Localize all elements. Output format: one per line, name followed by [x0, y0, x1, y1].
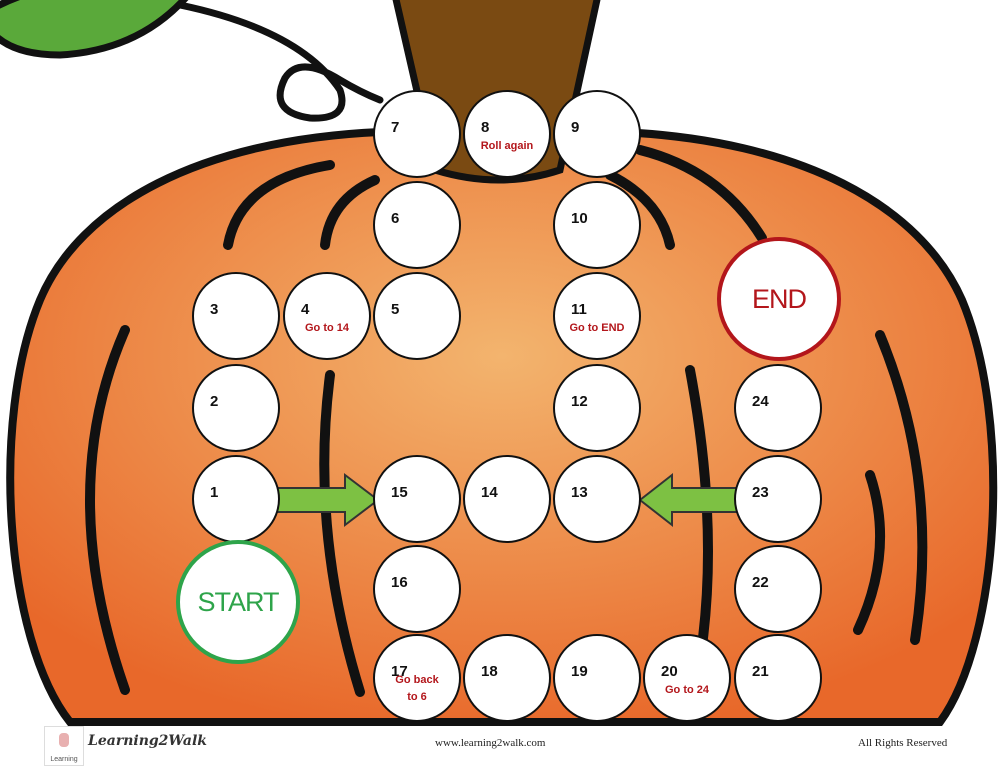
space-number: 23	[752, 484, 769, 501]
board-space[interactable]: 3	[192, 272, 280, 360]
board-space[interactable]: 21	[734, 634, 822, 722]
space-number: 10	[571, 210, 588, 227]
space-number: 16	[391, 574, 408, 591]
space-number: 22	[752, 574, 769, 591]
board-space[interactable]: 4 Go to 14	[283, 272, 371, 360]
space-number: 6	[391, 210, 400, 227]
board-space[interactable]: 15	[373, 455, 461, 543]
space-number: 2	[210, 393, 219, 410]
start-space[interactable]: START	[176, 540, 300, 664]
board-space[interactable]: 24	[734, 364, 822, 452]
space-number: 19	[571, 663, 588, 680]
space-number: 5	[391, 301, 400, 318]
leaf-icon	[0, 0, 189, 59]
board-space[interactable]: 19	[553, 634, 641, 722]
space-number: 24	[752, 393, 769, 410]
space-number: 17	[391, 663, 408, 680]
space-number: 20	[661, 663, 678, 680]
end-label: END	[751, 283, 807, 314]
footprint-icon	[59, 733, 69, 747]
board-space[interactable]: 6	[373, 181, 461, 269]
end-space[interactable]: END	[717, 237, 841, 361]
footer-url[interactable]: www.learning2walk.com	[435, 737, 546, 749]
space-number: 12	[571, 393, 588, 410]
space-number: 18	[481, 663, 498, 680]
board-space[interactable]: 2	[192, 364, 280, 452]
board-space[interactable]: 23	[734, 455, 822, 543]
board-space[interactable]: 5	[373, 272, 461, 360]
arrow-left-icon	[638, 472, 746, 528]
board-space[interactable]: 12	[553, 364, 641, 452]
footer-brand: Learning2Walk	[88, 733, 207, 749]
space-instruction: Go to END	[569, 322, 625, 334]
board-space[interactable]: 13	[553, 455, 641, 543]
space-number: 1	[210, 484, 219, 501]
space-number: 3	[210, 301, 219, 318]
board-space[interactable]: 11 Go to END	[553, 272, 641, 360]
space-instruction: Go to 14	[304, 322, 349, 334]
space-number: 13	[571, 484, 588, 501]
space-number: 9	[571, 119, 580, 136]
space-instruction: Go to 24	[664, 684, 709, 696]
board-space[interactable]: 8 Roll again	[463, 90, 551, 178]
space-number: 4	[301, 301, 310, 318]
board-space[interactable]: 14	[463, 455, 551, 543]
space-number: 15	[391, 484, 408, 501]
space-number: 7	[391, 119, 400, 136]
board-space[interactable]: 1	[192, 455, 280, 543]
vine-curl-icon	[176, 1, 384, 122]
space-number: 21	[752, 663, 769, 680]
board-space[interactable]: 18	[463, 634, 551, 722]
space-instruction: Go back to 6	[395, 674, 439, 703]
board-space[interactable]: 10	[553, 181, 641, 269]
space-number: 11	[571, 301, 587, 318]
board-space[interactable]: 20 Go to 24	[643, 634, 731, 722]
board-space[interactable]: 17 Go back to 6	[373, 634, 461, 722]
board-space[interactable]: 22	[734, 545, 822, 633]
board-space[interactable]: 16	[373, 545, 461, 633]
board-space[interactable]: 7	[373, 90, 461, 178]
board-space[interactable]: 9	[553, 90, 641, 178]
space-number: 8	[481, 119, 490, 136]
start-label: START	[197, 586, 279, 617]
arrow-right-icon	[269, 472, 380, 528]
space-number: 14	[481, 484, 498, 501]
space-instruction: Roll again	[480, 140, 534, 152]
footer-logo: Learning	[44, 726, 84, 766]
footer-logo-text: Learning	[50, 756, 78, 763]
footer-rights: All Rights Reserved	[858, 737, 948, 749]
